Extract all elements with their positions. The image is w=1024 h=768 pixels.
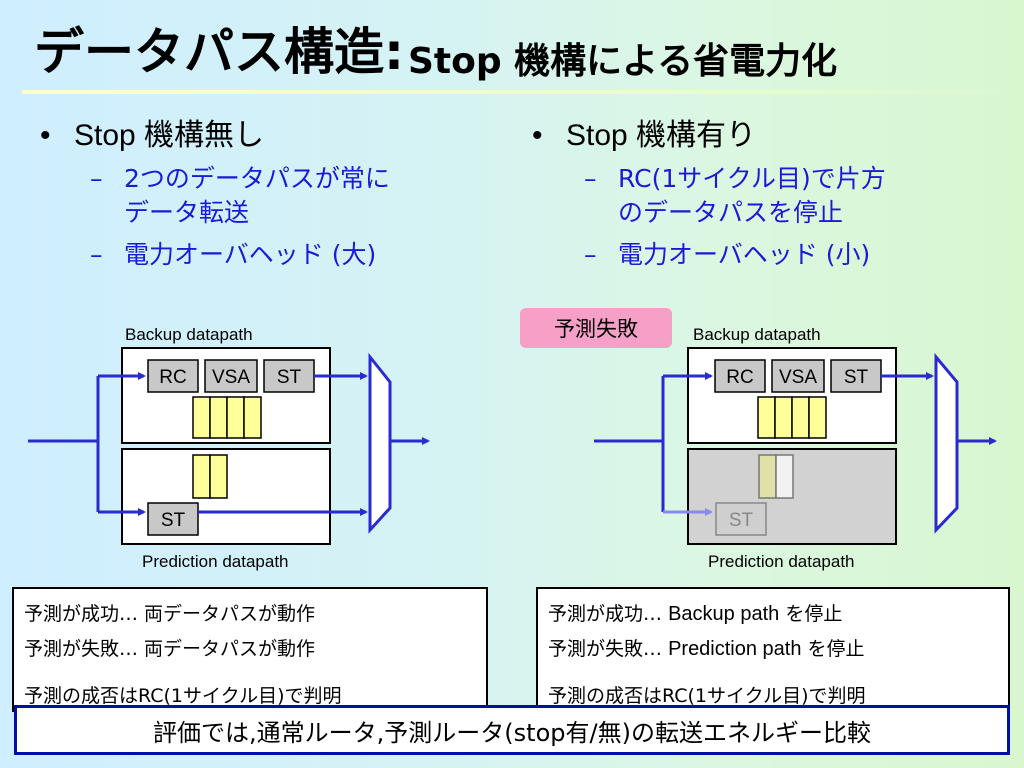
title-divider <box>22 90 1012 94</box>
left-backup-buffer <box>192 396 262 439</box>
left-column: •Stop 機構無し – 2つのデータパスが常に データ転送 – 電力オーバヘッ… <box>40 110 390 272</box>
right-note-line-2: 予測が失敗… Prediction path を停止 <box>548 638 865 660</box>
left-vsa-label: VSA <box>212 367 250 388</box>
left-diagram: RC VSA ST ST <box>28 347 430 545</box>
slide-title: データパス構造: Stop 機構による省電力化 <box>34 14 837 84</box>
left-note-line-2: 予測が失敗… 両データパスが動作 <box>24 638 316 660</box>
right-bullet: •Stop 機構有り <box>532 119 757 152</box>
right-sub-2: – 電力オーバヘッド (小) <box>584 240 871 269</box>
left-st2-box <box>147 502 199 536</box>
right-sub-1: – RC(1サイクル目)で片方 のデータパスを停止 <box>584 164 886 227</box>
left-bullet: •Stop 機構無し <box>40 119 265 152</box>
left-prediction-buffer <box>192 454 228 499</box>
left-st-box <box>263 359 315 393</box>
left-vsa-box <box>204 359 258 393</box>
right-note-line-3: 予測の成否はRC(1サイクル目)で判明 <box>548 685 866 707</box>
left-note-line-1: 予測が成功… 両データパスが動作 <box>24 603 316 625</box>
right-st2-label: ST <box>729 510 754 531</box>
right-st2-box-faded <box>715 502 767 536</box>
right-rc-label: RC <box>726 367 753 388</box>
left-rc-box <box>147 359 199 393</box>
left-prediction-label: Prediction datapath <box>142 552 289 571</box>
left-note-box: 予測が成功… 両データパスが動作 予測が失敗… 両データパスが動作 予測の成否は… <box>12 587 488 712</box>
left-st-label: ST <box>277 367 302 388</box>
right-diagram: RC VSA ST ST <box>594 347 997 545</box>
left-sub-1: – 2つのデータパスが常に データ転送 <box>90 164 390 227</box>
left-mux <box>368 352 392 534</box>
left-sub-2: – 電力オーバヘッド (大) <box>90 240 377 269</box>
right-prediction-buffer-faded <box>758 454 794 499</box>
right-backup-buffer <box>757 396 827 439</box>
left-note-line-3: 予測の成否はRC(1サイクル目)で判明 <box>24 685 342 707</box>
title-subtitle: Stop 機構による省電力化 <box>408 41 838 82</box>
right-note-box: 予測が成功… Backup path を停止 予測が失敗… Prediction… <box>536 587 1010 712</box>
title-main: データパス構造: <box>34 23 404 81</box>
right-prediction-label: Prediction datapath <box>708 552 855 571</box>
right-st-label: ST <box>844 367 869 388</box>
right-note-line-1: 予測が成功… Backup path を停止 <box>548 603 843 625</box>
left-rc-label: RC <box>159 367 186 388</box>
right-vsa-label: VSA <box>779 367 817 388</box>
left-backup-label: Backup datapath <box>125 325 253 344</box>
prediction-failure-badge: 予測失敗 <box>520 308 672 348</box>
right-rc-box <box>714 359 766 393</box>
right-mux <box>934 352 959 534</box>
evaluation-summary-box: 評価では,通常ルータ,予測ルータ(stop有/無)の転送エネルギー比較 <box>14 705 1010 755</box>
right-st-box <box>830 359 882 393</box>
right-backup-label: Backup datapath <box>693 325 821 344</box>
left-st2-label: ST <box>161 510 186 531</box>
right-vsa-box <box>771 359 825 393</box>
right-column: •Stop 機構有り – RC(1サイクル目)で片方 のデータパスを停止 – 電… <box>532 110 886 272</box>
